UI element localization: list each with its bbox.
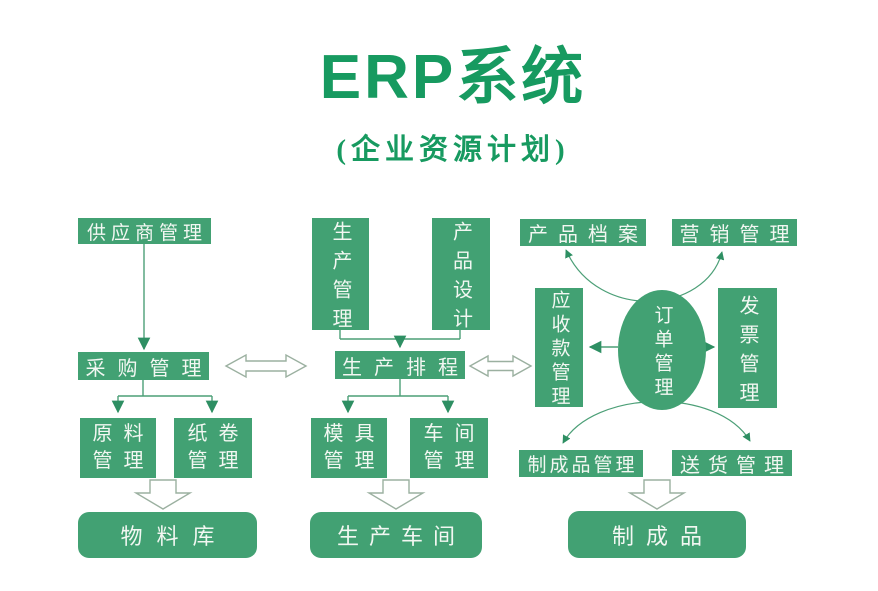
node-purchasing-management: 采购管理 <box>78 352 209 380</box>
node-label: 模具 <box>323 423 386 445</box>
node-label: 原料 <box>92 423 155 445</box>
double-arrow-purchasing-schedule <box>224 353 308 379</box>
node-label: 制成品管理 <box>527 455 638 476</box>
node-marketing-management: 营销管理 <box>672 219 797 246</box>
node-label: 订单管理 <box>651 304 673 401</box>
title-block: ERP系统 (企业资源计划) <box>14 26 878 168</box>
node-receivables-management: 应收款管理 <box>535 288 583 410</box>
node-label: 应收款管理 <box>548 290 570 410</box>
node-label: 生产车间 <box>336 524 465 549</box>
node-label: 管理 <box>92 450 155 472</box>
node-label: 管理 <box>423 450 486 472</box>
node-label: 供应商管理 <box>86 222 207 244</box>
node-production-scheduling: 生产排程 <box>335 351 465 379</box>
connector-schedule-split <box>348 379 448 397</box>
node-delivery-management: 送货管理 <box>672 450 792 477</box>
node-label: 车间 <box>423 423 486 445</box>
page-title: ERP系统 <box>319 43 587 112</box>
node-product-archive: 产品档案 <box>520 219 646 246</box>
node-label: 发票管理 <box>736 294 758 411</box>
node-finished-goods: 制成品 <box>568 511 746 558</box>
node-label: 生产排程 <box>342 356 470 379</box>
node-label: 营销管理 <box>679 224 800 246</box>
node-product-design: 产品设计 <box>432 218 490 337</box>
block-arrow-to-material-warehouse <box>133 479 193 510</box>
node-mold-management: 模具 管理 <box>311 418 387 478</box>
node-label: 送货管理 <box>680 454 792 477</box>
node-order-management: 订单管理 <box>618 290 706 410</box>
node-label: 管理 <box>323 450 386 472</box>
block-arrow-to-finished-goods <box>627 479 687 510</box>
node-material-warehouse: 物料库 <box>78 512 257 558</box>
node-invoice-management: 发票管理 <box>718 288 777 411</box>
node-label: 管理 <box>187 450 250 472</box>
node-workshop-management: 车间 管理 <box>410 418 488 478</box>
connector-production-merge <box>339 330 461 340</box>
node-label: 纸卷 <box>187 423 250 445</box>
node-label: 产品设计 <box>449 220 472 337</box>
block-arrow-to-production-workshop <box>366 479 426 510</box>
node-label: 制成品 <box>611 523 714 549</box>
node-production-workshop: 生产车间 <box>310 512 482 558</box>
node-paper-roll-management: 纸卷 管理 <box>174 418 252 478</box>
node-supplier-management: 供应商管理 <box>78 218 211 244</box>
page-subtitle: (企业资源计划) <box>336 134 570 166</box>
node-raw-material-management: 原料 管理 <box>80 418 156 478</box>
node-label: 产品档案 <box>528 224 648 246</box>
node-label: 生产管理 <box>329 220 351 337</box>
node-label: 物料库 <box>120 524 229 549</box>
arc-order-to-archive-marketing <box>565 249 725 302</box>
double-arrow-schedule-receivables <box>468 354 533 378</box>
node-production-management: 生产管理 <box>312 218 369 337</box>
node-label: 采购管理 <box>85 357 214 380</box>
connector-purchasing-split <box>118 380 212 397</box>
node-finished-goods-management: 制成品管理 <box>519 450 643 477</box>
